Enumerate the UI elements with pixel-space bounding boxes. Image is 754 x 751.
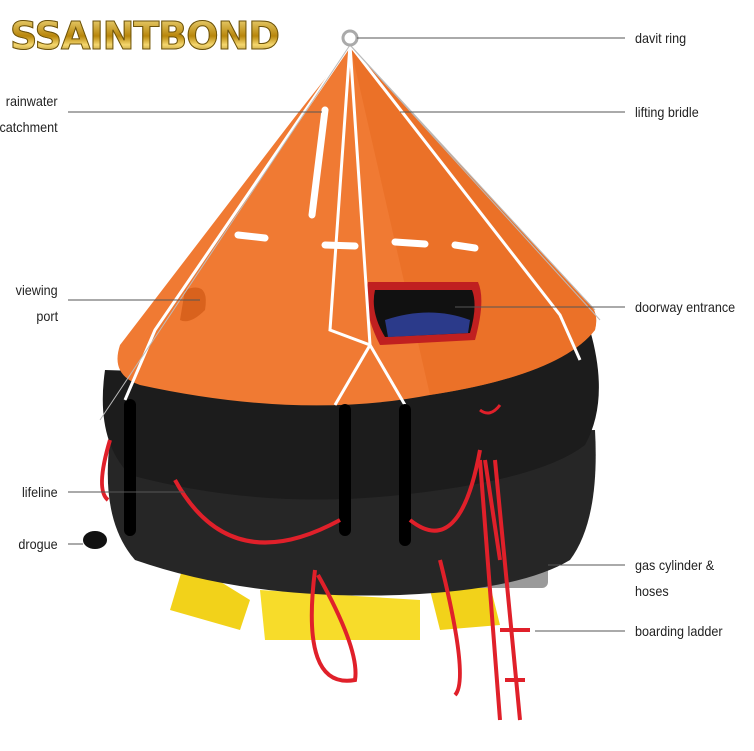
label-drogue: drogue [18,536,58,552]
lifting-bridle [106,44,582,406]
label-rainwater-line1: rainwater [6,93,58,109]
label-viewing-line1: viewing [15,282,58,298]
lifeline [99,439,530,721]
label-gas-cylinder: gas cylinder & hoses [635,557,715,599]
drogue [83,531,107,549]
leader-lines [68,37,625,632]
straps [124,399,411,546]
label-rainwater-line2: catchment [0,119,58,135]
label-boarding-ladder: boarding ladder [635,623,723,639]
reflective-tape [234,106,479,252]
ballast-bag [170,560,250,630]
label-doorway: doorway entrance [635,299,736,315]
brand-logo: SSAINTBOND [10,14,281,59]
label-viewing-line2: port [36,308,58,324]
viewing-port [180,287,206,322]
label-davit-ring: davit ring [635,30,687,46]
label-lifting-bridle: lifting bridle [635,104,699,120]
davit-ring [341,29,359,47]
label-lifeline: lifeline [22,484,58,500]
